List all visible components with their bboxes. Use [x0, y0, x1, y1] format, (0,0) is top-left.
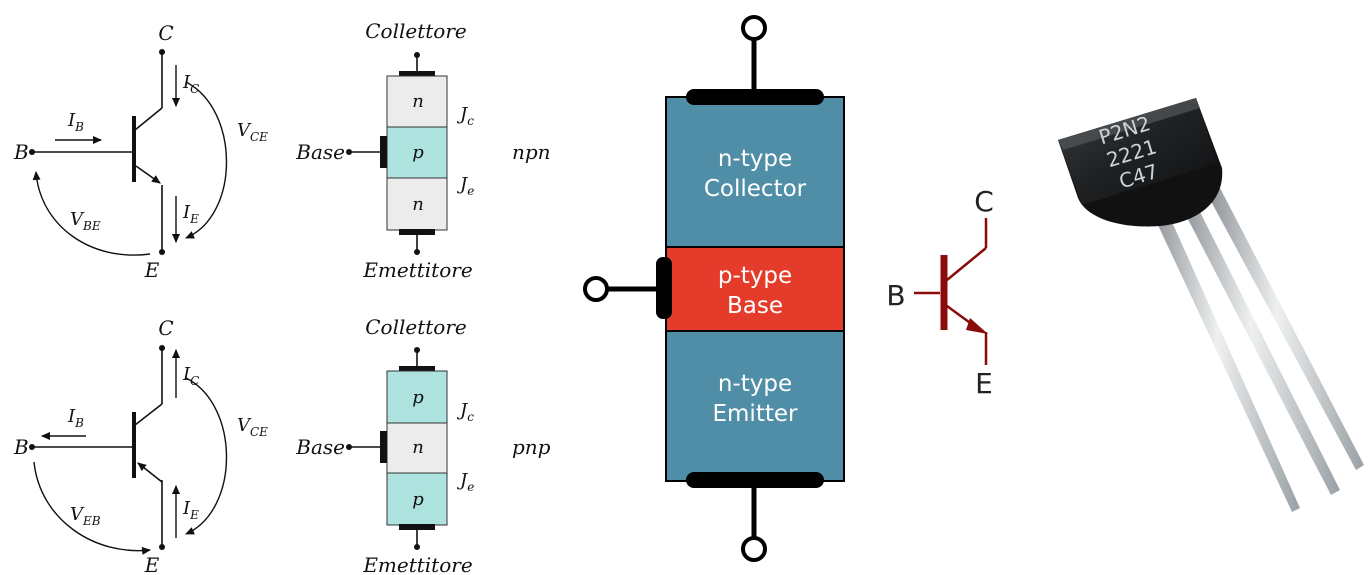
collector-name-label: Collector	[704, 176, 807, 202]
transistor-leg-middle	[1178, 196, 1340, 495]
pnp-collector-terminal-label: C	[158, 316, 173, 340]
base-type-label: p-type	[718, 263, 792, 289]
pnp-je-label: Je	[456, 470, 474, 494]
npn-layer-base-type: p	[412, 142, 424, 163]
emitter-contact	[686, 472, 824, 488]
npn-ie-label: IE	[182, 202, 199, 226]
npn-ib-label: IB	[67, 110, 84, 134]
npn-symbol: C B E IC IB IE VCE VBE	[13, 21, 268, 282]
collector-type-label: n-type	[718, 146, 792, 172]
pnp-layer-base-type: n	[412, 437, 424, 458]
npn-layer-stack: Collettore n p n Emettitore Base Jc Je n…	[295, 19, 550, 282]
collector-terminal	[741, 15, 767, 41]
transistor-face	[1058, 98, 1218, 205]
pnp-collector-label: Collettore	[365, 315, 466, 339]
pnp-layer-emitter-type: p	[412, 489, 424, 510]
npn-base-bar	[132, 116, 136, 182]
red-emitter-label: E	[975, 367, 993, 400]
pnp-layer-stack: Collettore p n p Emettitore Base Jc Je p…	[295, 315, 550, 575]
npn-type-label: npn	[512, 140, 551, 164]
base-terminal	[583, 276, 609, 302]
npn-base-label: Base	[295, 140, 345, 164]
npn-je-label: Je	[456, 174, 474, 198]
npn-vce-label: VCE	[237, 120, 268, 144]
pnp-ib-label: IB	[67, 406, 84, 430]
npn-collector-label: Collettore	[365, 19, 466, 43]
npn-collector-terminal-label: C	[158, 21, 173, 45]
npn-layer-collector-type: n	[412, 91, 424, 112]
npn-layer-emitter-type: n	[412, 194, 424, 215]
base-name-label: Base	[727, 293, 783, 319]
pnp-ie-label: IE	[182, 498, 199, 522]
pnp-base-label: Base	[295, 435, 345, 459]
pnp-layer-collector	[386, 370, 448, 424]
npn-jc-label: Jc	[456, 104, 474, 128]
npn-emitter-label: Emettitore	[362, 258, 472, 282]
pnp-symbol: C B E IC IB IE VCE VEB	[13, 316, 268, 575]
npn-layer-emitter	[386, 177, 448, 231]
red-collector-label: C	[974, 185, 994, 218]
transistor-leg-left	[1150, 204, 1300, 512]
npn-layer-collector	[386, 75, 448, 128]
pnp-layer-collector-type: p	[412, 387, 424, 408]
npn-base-terminal-label: B	[13, 140, 29, 164]
pnp-base-bar	[132, 412, 136, 478]
emitter-region	[665, 330, 845, 482]
npn-emitter-terminal-label: E	[144, 258, 160, 282]
pnp-veb-label: VEB	[70, 504, 101, 528]
pnp-emitter-terminal-label: E	[144, 553, 160, 575]
emitter-name-label: Emitter	[713, 401, 799, 427]
npn-layer-base	[386, 126, 448, 179]
pnp-ic-label: IC	[182, 364, 199, 388]
pnp-base-terminal-label: B	[13, 435, 29, 459]
npn-structure-diagram: n-type Collector p-type Base n-type Emit…	[583, 15, 845, 562]
npn-vbe-label: VBE	[70, 209, 101, 233]
base-contact	[656, 257, 672, 319]
pnp-emitter-label: Emettitore	[362, 553, 472, 575]
emitter-type-label: n-type	[718, 371, 792, 397]
emitter-arrow-icon	[966, 318, 988, 334]
red-base-label: B	[886, 279, 905, 312]
pnp-vce-label: VCE	[237, 415, 268, 439]
collector-region	[665, 96, 845, 248]
emitter-terminal	[741, 536, 767, 562]
transistor-leg-right	[1206, 188, 1364, 470]
npn-schematic-symbol: C B E	[886, 185, 993, 400]
pnp-type-label: pnp	[512, 435, 551, 459]
collector-contact	[686, 89, 824, 105]
pnp-jc-label: Jc	[456, 400, 474, 424]
base-region	[665, 246, 845, 332]
transistor-photo: P2N2 2221 C47	[1058, 98, 1364, 512]
